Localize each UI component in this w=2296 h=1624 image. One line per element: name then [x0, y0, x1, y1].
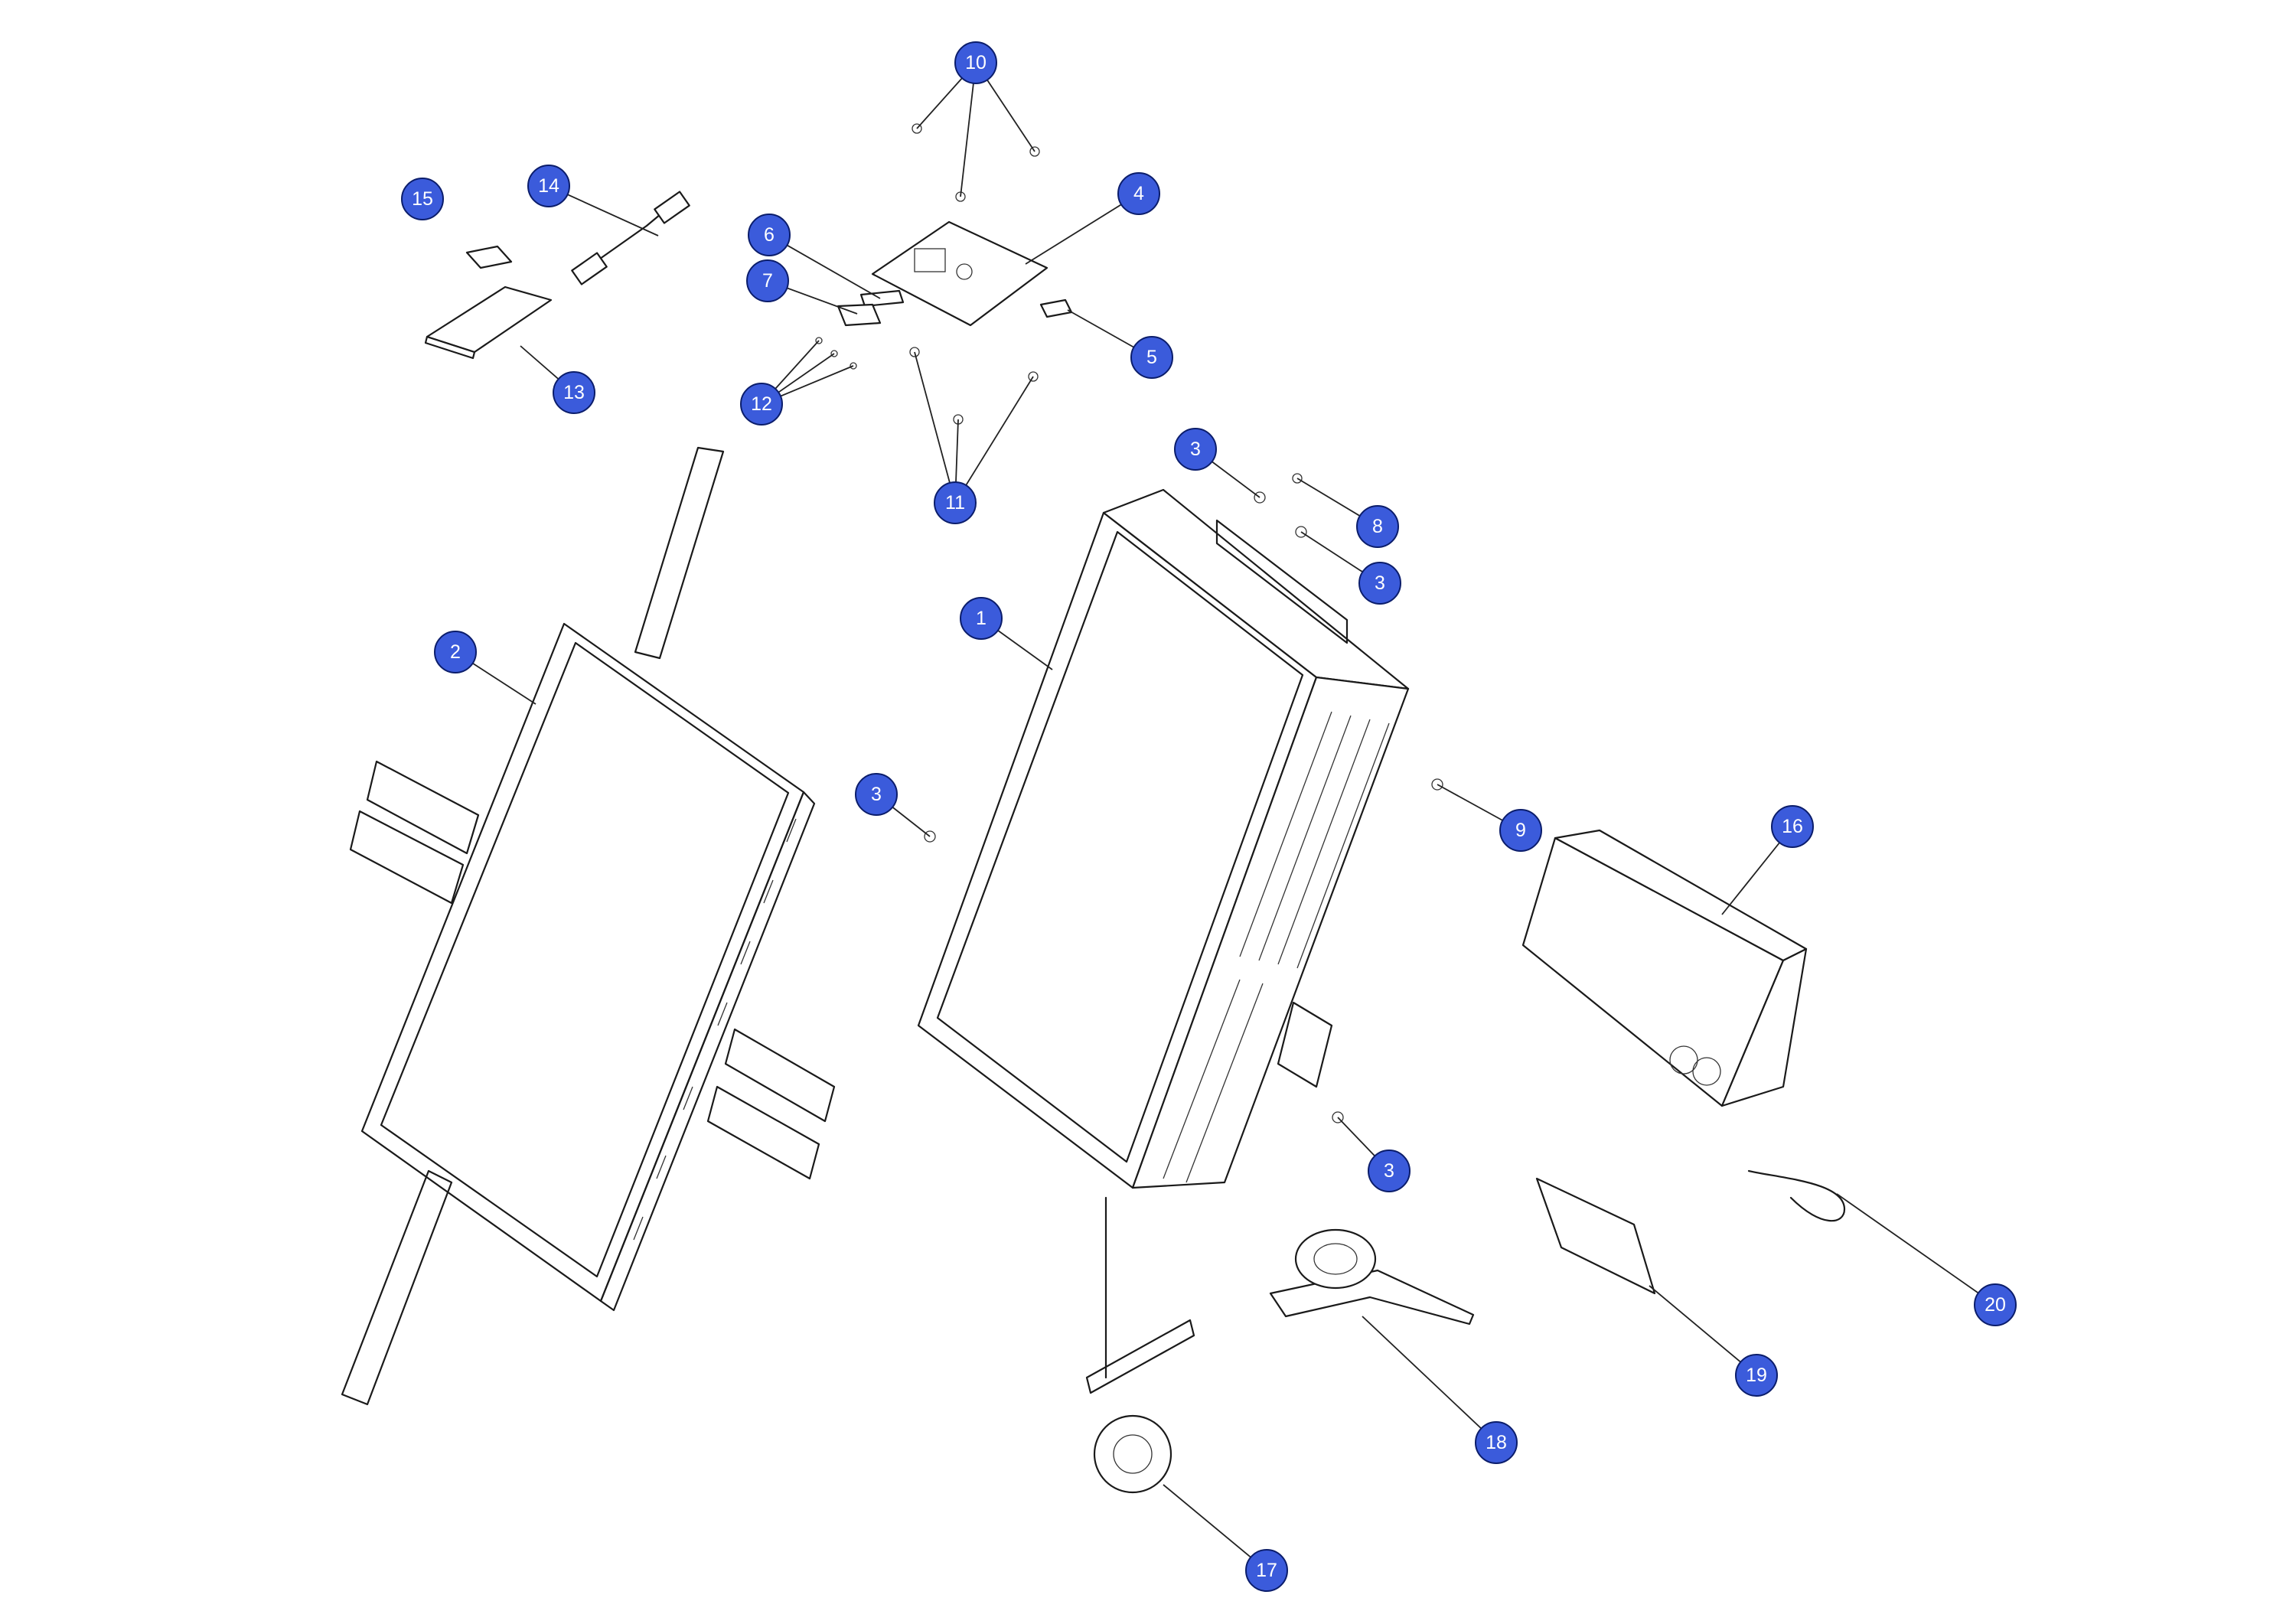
part-wireless-module [424, 285, 553, 360]
svg-text:5: 5 [1146, 347, 1157, 368]
callout-18: 18 [1475, 1421, 1518, 1464]
callout-6: 6 [748, 214, 791, 256]
part-main-housing [917, 488, 1410, 1189]
svg-text:16: 16 [1782, 816, 1803, 837]
svg-text:3: 3 [1190, 439, 1201, 460]
svg-text:3: 3 [1375, 572, 1385, 594]
svg-text:20: 20 [1985, 1294, 2006, 1316]
panel-edge-tabs [633, 818, 797, 1241]
callouts: 10 15 14 4 6 7 5 13 12 3 11 8 3 2 1 3 9 … [401, 41, 2017, 1592]
part-bracket-6 [859, 289, 905, 308]
callout-11: 11 [934, 481, 977, 524]
callout-16: 16 [1771, 805, 1814, 848]
callout-4: 4 [1117, 172, 1160, 215]
callout-15: 15 [401, 178, 444, 220]
svg-text:17: 17 [1256, 1560, 1277, 1581]
callout-13: 13 [553, 371, 595, 414]
part-cable-20 [1747, 1169, 1846, 1222]
part-control-module [1521, 829, 1808, 1107]
callout-7: 7 [746, 259, 789, 302]
callout-14: 14 [527, 165, 570, 207]
callout-12: 12 [740, 383, 783, 426]
part-circuit-board [871, 220, 1049, 327]
callout-5: 5 [1130, 336, 1173, 379]
callout-3-bottom: 3 [1368, 1150, 1411, 1192]
svg-text:15: 15 [412, 188, 433, 210]
svg-text:14: 14 [538, 175, 559, 197]
svg-text:18: 18 [1486, 1432, 1507, 1453]
part-cable-connector [571, 191, 690, 285]
svg-text:9: 9 [1515, 820, 1526, 841]
svg-text:1: 1 [976, 608, 987, 629]
svg-text:10: 10 [965, 52, 987, 73]
callout-2: 2 [434, 631, 477, 673]
housing-vent-holes [1163, 711, 1390, 1183]
svg-text:3: 3 [871, 784, 882, 805]
callout-20: 20 [1974, 1283, 2017, 1326]
callout-9: 9 [1499, 809, 1542, 852]
svg-text:19: 19 [1746, 1365, 1767, 1386]
svg-text:7: 7 [762, 270, 773, 292]
svg-text:13: 13 [563, 382, 585, 403]
callout-1: 1 [960, 597, 1003, 640]
callout-10: 10 [954, 41, 997, 84]
svg-text:4: 4 [1133, 183, 1144, 204]
svg-text:2: 2 [450, 641, 461, 663]
callout-17: 17 [1245, 1549, 1288, 1592]
part-ring-bracket [1269, 1228, 1475, 1326]
svg-text:3: 3 [1384, 1160, 1394, 1182]
callout-19: 19 [1735, 1354, 1778, 1397]
callout-3-top: 3 [1174, 428, 1217, 471]
callout-8: 8 [1356, 505, 1399, 548]
part-small-board [1535, 1177, 1656, 1295]
part-foam-pad [465, 245, 513, 269]
part-sim-card [1039, 298, 1073, 318]
callout-3-left: 3 [855, 773, 898, 816]
part-display-panel [341, 446, 836, 1406]
leader-lines [455, 62, 1996, 1571]
svg-text:11: 11 [945, 492, 965, 514]
part-fan [1085, 1196, 1195, 1494]
callout-3-upper-right: 3 [1358, 562, 1401, 605]
svg-text:8: 8 [1372, 516, 1383, 537]
part-shield-7 [837, 303, 882, 327]
svg-text:6: 6 [764, 224, 775, 246]
svg-text:12: 12 [751, 393, 772, 415]
